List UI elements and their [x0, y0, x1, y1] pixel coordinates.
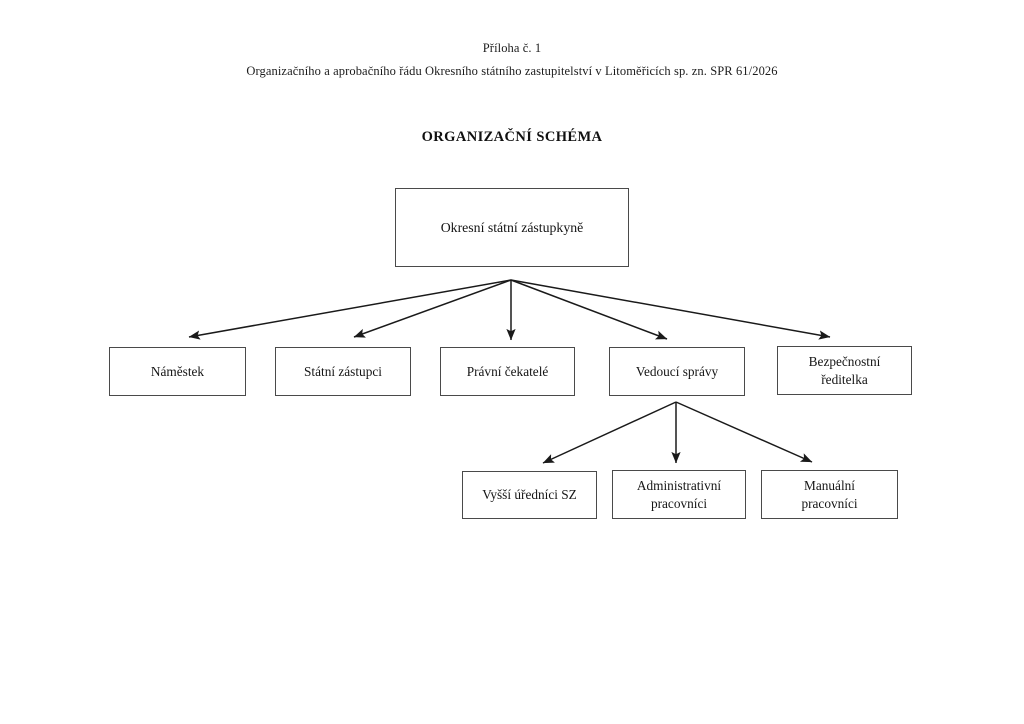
root-connector-group: [188, 279, 831, 341]
connector-vedouci-to-manual: [675, 401, 813, 463]
vedouci-connector-group: [542, 401, 813, 464]
org-node-pravni-cekatele[interactable]: Právní čekatelé: [440, 347, 575, 396]
connector-vedouci-to-vyssi: [542, 401, 677, 464]
org-node-label: Manuální pracovníci: [801, 478, 858, 511]
org-node-vyssi-urednici-sz[interactable]: Vyšší úředníci SZ: [462, 471, 597, 519]
connector-root-to-namestek: [188, 279, 512, 340]
org-node-label: Administrativní pracovníci: [636, 478, 722, 511]
page-title: ORGANIZAČNÍ SCHÉMA: [421, 129, 603, 145]
org-node-vedouci-spravy[interactable]: Vedoucí správy: [609, 347, 745, 396]
org-node-label: Bezpečnostní ředitelka: [808, 354, 881, 387]
org-node-administrativni-pracovnici[interactable]: Administrativní pracovníci: [612, 470, 746, 519]
org-node-namestek[interactable]: Náměstek: [109, 347, 246, 396]
org-node-manualni-pracovnici[interactable]: Manuální pracovníci: [761, 470, 898, 519]
org-node-label: Okresní státní zástupkyně: [440, 219, 584, 235]
org-node-okresni-statni-zastupkyne[interactable]: Okresní státní zástupkyně: [395, 188, 629, 267]
org-node-label: Právní čekatelé: [466, 363, 549, 379]
org-node-bezpecnostni-reditelka[interactable]: Bezpečnostní ředitelka: [777, 346, 912, 395]
org-node-label: Vyšší úředníci SZ: [482, 487, 577, 503]
org-node-label: Vedoucí správy: [635, 363, 719, 379]
org-node-label: Státní zástupci: [304, 363, 382, 379]
header-attachment-number: Příloha č. 1: [482, 41, 542, 55]
org-node-label: Náměstek: [150, 363, 205, 379]
header-regulation-reference: Organizačního a aprobačního řádu Okresní…: [246, 64, 778, 78]
org-node-statni-zastupci[interactable]: Státní zástupci: [275, 347, 411, 396]
connector-root-to-statni: [353, 279, 512, 338]
connector-root-to-vedouci: [510, 279, 668, 340]
connector-root-to-bezpecnostni: [510, 279, 831, 340]
